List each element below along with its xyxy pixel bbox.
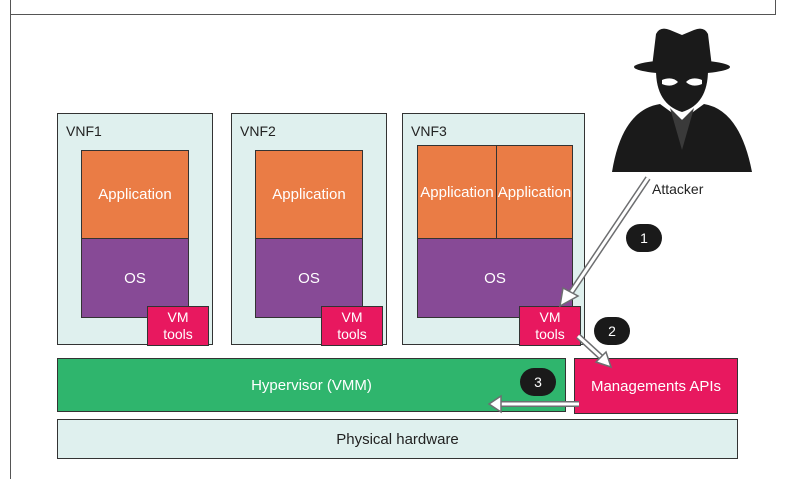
vnf2-application: Application: [255, 150, 363, 239]
hypervisor-layer: Hypervisor (VMM): [57, 358, 566, 412]
vnf3-application-1: Application: [417, 145, 497, 239]
frame-top-line: [10, 14, 776, 15]
vnf3-box: VNF3 Application Application OS VM tools: [402, 113, 585, 346]
vnf1-os: OS: [81, 238, 189, 318]
vnf3-label: VNF3: [411, 123, 447, 139]
step-1-badge: 1: [626, 224, 662, 252]
arrow-2: [575, 333, 613, 369]
vnf1-box: VNF1 Application OS VM tools: [57, 113, 213, 346]
step-2-badge: 2: [594, 317, 630, 345]
vnf2-box: VNF2 Application OS VM tools: [231, 113, 387, 346]
step-3-badge: 3: [520, 368, 556, 396]
vnf2-os: OS: [255, 238, 363, 318]
arrow-1: [559, 176, 651, 308]
vnf1-application: Application: [81, 150, 189, 239]
arrow-3: [487, 394, 579, 414]
management-apis-box: Managements APIs: [574, 358, 738, 414]
frame-right-line: [775, 0, 776, 14]
vnf2-vm-tools: VM tools: [321, 306, 383, 346]
vnf3-vm-tools: VM tools: [519, 306, 581, 346]
vnf2-label: VNF2: [240, 123, 276, 139]
vnf1-label: VNF1: [66, 123, 102, 139]
vnf1-vm-tools: VM tools: [147, 306, 209, 346]
attacker-label: Attacker: [652, 181, 704, 197]
spy-icon: [612, 28, 752, 172]
frame-left-line: [10, 0, 11, 479]
physical-hardware-layer: Physical hardware: [57, 419, 738, 459]
vnf3-os: OS: [417, 238, 573, 318]
